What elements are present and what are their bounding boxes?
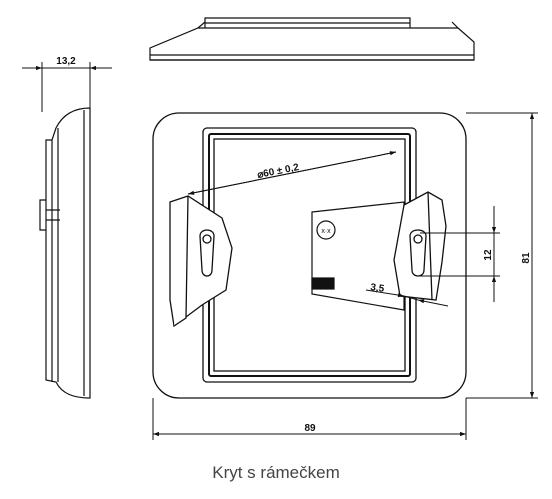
diameter-label: ⌀60 ± 0,2	[256, 162, 300, 181]
logo-mark-text: AV	[318, 282, 328, 289]
height-dimension	[466, 112, 538, 399]
side-view	[39, 107, 91, 399]
diameter-dimension	[187, 151, 397, 195]
side-depth-label: 13,2	[56, 56, 76, 67]
width-dimension	[152, 398, 467, 440]
center-plate: x·x	[311, 201, 405, 311]
side-depth-dimension	[22, 62, 112, 112]
height-label: 81	[521, 252, 532, 264]
left-claw	[169, 195, 233, 328]
screw-pitch-dimension	[420, 206, 500, 302]
screw-offset-label: 3,5	[370, 282, 386, 295]
right-claw	[393, 191, 447, 301]
svg-text:x·x: x·x	[321, 228, 331, 235]
logo-mark	[311, 277, 335, 290]
screw-pitch-label: 12	[483, 249, 494, 261]
outer-frame	[152, 112, 467, 399]
top-view	[149, 17, 475, 61]
width-label: 89	[304, 423, 316, 434]
screw-symbol	[316, 220, 336, 240]
caption: Kryt s rámečkem	[212, 463, 340, 482]
screw-offset-dimension	[365, 289, 449, 307]
